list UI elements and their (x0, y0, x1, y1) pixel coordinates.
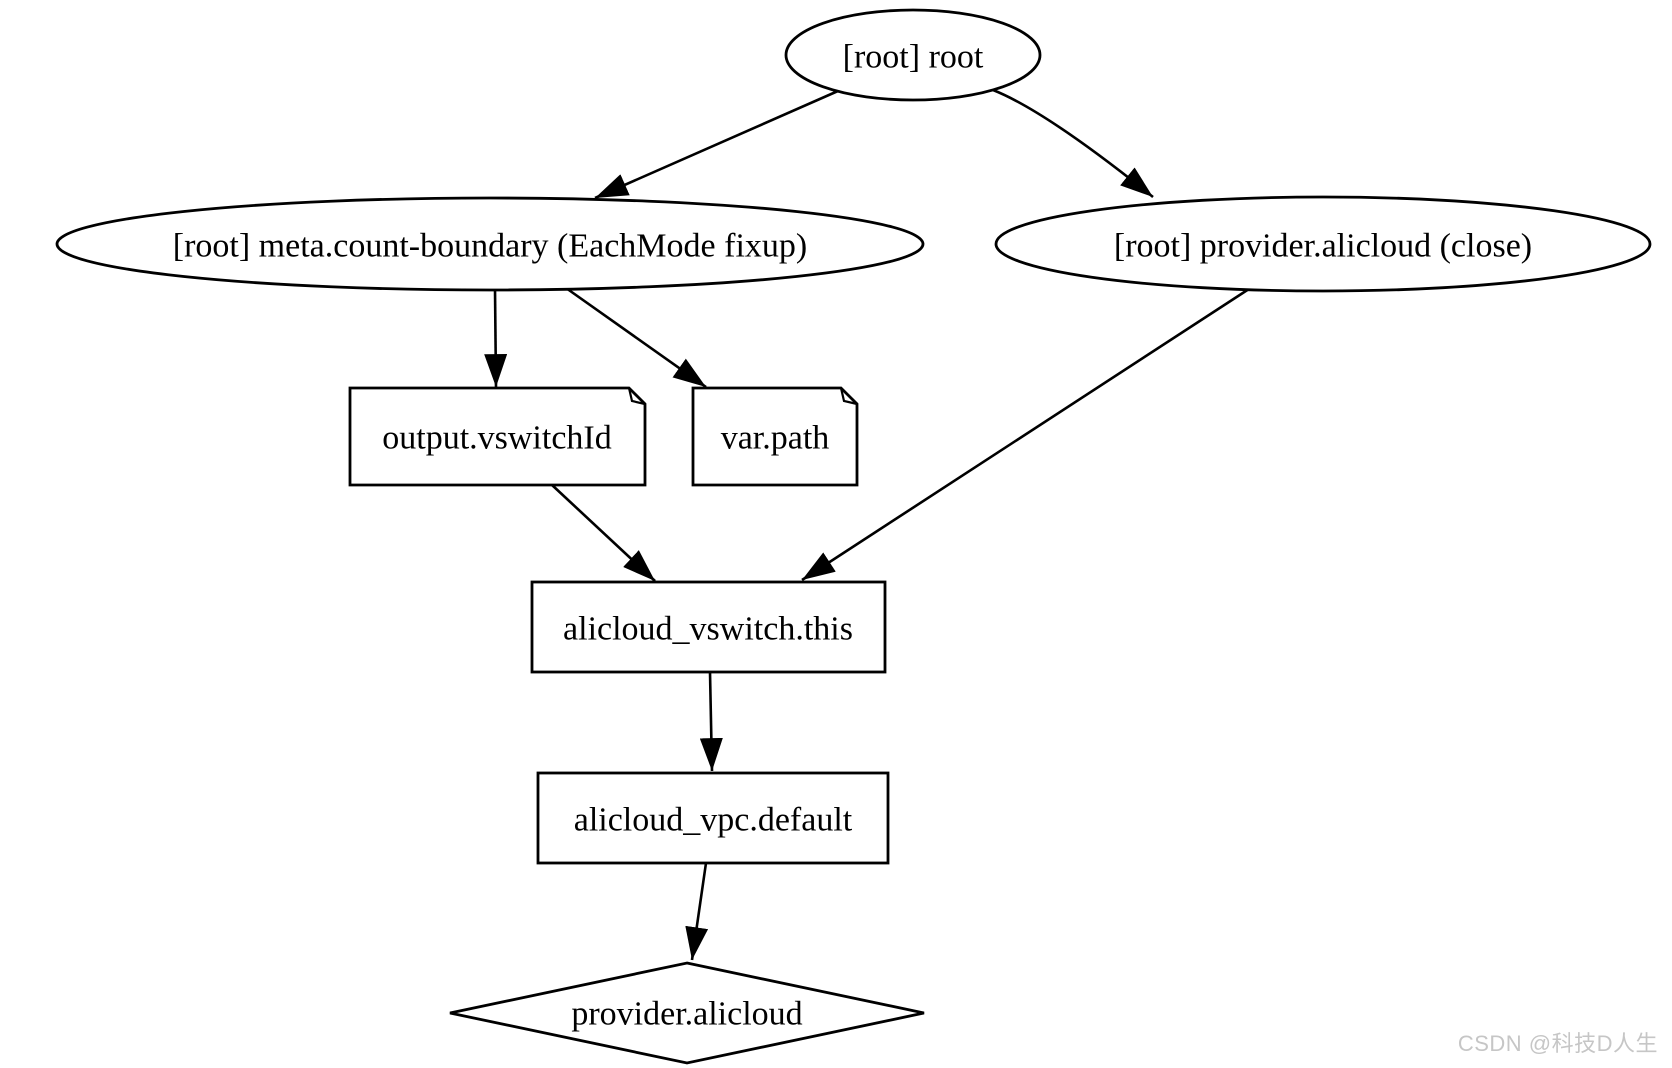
note-fold-icon (627, 387, 646, 406)
node-provider-alicloud-close-label: [root] provider.alicloud (close) (1114, 228, 1532, 265)
node-alicloud-vpc-default-box (536, 771, 890, 865)
node-var-path: var.path (691, 386, 859, 487)
node-alicloud-vswitch-this-box (530, 580, 887, 674)
node-var-path-note (691, 386, 859, 487)
node-provider-alicloud: provider.alicloud (449, 961, 925, 1065)
node-output-vswitchid: output.vswitchId (348, 386, 647, 487)
node-root-ellipse (784, 8, 1042, 102)
edge-output-vswitchid-to-alicloud-vswitch-this (551, 484, 656, 582)
node-meta-count-boundary-ellipse (55, 196, 925, 292)
edge-meta-count-boundary-to-var-path (565, 286, 707, 389)
node-output-vswitchid-note (348, 386, 647, 487)
node-alicloud-vpc-default: alicloud_vpc.default (536, 771, 890, 865)
node-var-path-label: var.path (721, 420, 830, 457)
node-alicloud-vswitch-this-label: alicloud_vswitch.this (563, 611, 853, 648)
node-root: [root] root (784, 8, 1042, 102)
edge-alicloud-vswitch-this-to-alicloud-vpc-default (699, 671, 723, 772)
node-meta-count-boundary: [root] meta.count-boundary (EachMode fix… (55, 196, 925, 292)
node-provider-alicloud-close: [root] provider.alicloud (close) (994, 195, 1652, 293)
edge-provider-alicloud-close-to-alicloud-vswitch-this (801, 285, 1253, 582)
nodes: [root] root [root] meta.count-boundary (… (55, 8, 1652, 1065)
edges (484, 88, 1253, 961)
node-meta-count-boundary-label: [root] meta.count-boundary (EachMode fix… (173, 228, 807, 265)
node-provider-alicloud-diamond (449, 961, 925, 1065)
edge-root-to-provider-alicloud-close (992, 88, 1154, 199)
node-alicloud-vpc-default-label: alicloud_vpc.default (574, 802, 853, 839)
node-provider-alicloud-close-ellipse (994, 195, 1652, 293)
csdn-watermark: CSDN @科技D人生 (1457, 1031, 1658, 1056)
edge-meta-count-boundary-to-output-vswitchid (484, 288, 508, 388)
edge-alicloud-vpc-default-to-provider-alicloud (685, 862, 709, 961)
node-root-label: [root] root (843, 39, 984, 76)
note-fold-icon (839, 387, 858, 406)
edge-root-to-meta-count-boundary (594, 89, 839, 200)
node-alicloud-vswitch-this: alicloud_vswitch.this (530, 580, 887, 674)
node-provider-alicloud-label: provider.alicloud (571, 996, 802, 1033)
node-output-vswitchid-label: output.vswitchId (382, 420, 611, 457)
